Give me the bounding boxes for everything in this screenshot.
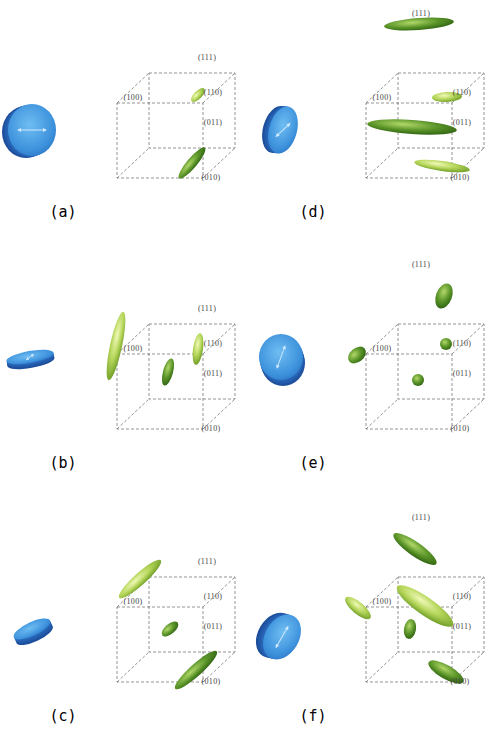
plane-label: (011) — [204, 370, 223, 378]
polarization-disk — [257, 102, 303, 158]
plane-label: (011) — [204, 623, 223, 631]
polarization-arrow — [276, 627, 288, 648]
plane-label: (011) — [453, 370, 472, 378]
disk-face — [255, 608, 308, 667]
disk-face — [8, 104, 56, 156]
panel-a — [2, 73, 235, 182]
ellipsoid — [402, 618, 417, 640]
panel-b — [5, 311, 235, 429]
ellipsoid — [342, 593, 374, 623]
plane-label: (111) — [412, 514, 430, 522]
polarization-arrow — [276, 121, 290, 139]
cube-outline — [366, 73, 484, 178]
disk-face — [5, 347, 54, 367]
ellipsoid — [171, 647, 221, 693]
plane-label: (111) — [198, 305, 216, 313]
plane-label: (111) — [412, 10, 430, 18]
panel-label: (b) — [49, 456, 76, 471]
plane-label: (100) — [124, 94, 143, 102]
plane-label: (110) — [453, 89, 472, 97]
ellipsoid — [345, 343, 369, 367]
polarization-arrow — [26, 354, 35, 359]
polarization-disk — [11, 614, 56, 649]
plane-label: (010) — [202, 174, 221, 182]
plane-label: (010) — [451, 425, 470, 433]
cube-outline — [366, 324, 484, 429]
polarization-arrow — [277, 346, 285, 368]
plane-label: (110) — [453, 593, 472, 601]
plane-label: (011) — [204, 119, 223, 127]
plane-label: (100) — [124, 598, 143, 606]
cube-outline — [117, 577, 235, 682]
polarization-arrow — [18, 130, 46, 131]
panel-f — [248, 528, 484, 688]
plane-label: (010) — [202, 425, 221, 433]
panel-label: (e) — [299, 456, 326, 471]
panel-label: (a) — [49, 205, 76, 220]
cube-outline — [117, 324, 235, 429]
disk-face — [263, 103, 302, 157]
polarization-disk — [248, 604, 309, 668]
plane-label: (010) — [451, 678, 470, 686]
cube-outline — [117, 73, 235, 178]
plane-label: (111) — [198, 54, 216, 62]
plane-label: (100) — [373, 598, 392, 606]
panel-label: (c) — [49, 709, 76, 724]
plane-label: (100) — [373, 94, 392, 102]
polarization-disk — [2, 104, 56, 158]
ellipsoid — [160, 357, 177, 387]
polarization-disk — [259, 334, 305, 386]
disk-face — [11, 614, 53, 644]
ellipsoid — [414, 157, 471, 175]
disk-face — [259, 334, 303, 380]
plane-label: (110) — [204, 593, 223, 601]
plane-label: (100) — [124, 345, 143, 353]
ellipsoid — [159, 619, 181, 640]
polarization-disk — [5, 347, 55, 372]
ellipsoid — [367, 117, 458, 137]
plane-label: (100) — [373, 345, 392, 353]
cube-outline — [366, 577, 484, 682]
ellipsoid — [392, 579, 458, 633]
ellipsoid — [432, 281, 456, 311]
plane-label: (010) — [202, 678, 221, 686]
panel-label: (f) — [299, 709, 326, 724]
plane-label: (011) — [453, 623, 472, 631]
plane-label: (110) — [453, 340, 472, 348]
plane-label: (011) — [453, 119, 472, 127]
plane-label: (111) — [412, 261, 430, 269]
ellipsoid — [115, 556, 165, 602]
panel-d — [257, 16, 484, 178]
panel-label: (d) — [299, 205, 326, 220]
ellipsoid — [390, 528, 441, 569]
plane-label: (110) — [204, 340, 223, 348]
ellipsoid — [440, 338, 452, 350]
panel-e — [259, 281, 484, 429]
plane-label: (111) — [198, 558, 216, 566]
plane-label: (010) — [451, 174, 470, 182]
plane-label: (110) — [204, 89, 223, 97]
ellipsoid — [412, 374, 424, 386]
panel-c — [11, 556, 235, 693]
ellipsoid — [191, 332, 205, 365]
ellipsoid — [384, 16, 455, 33]
